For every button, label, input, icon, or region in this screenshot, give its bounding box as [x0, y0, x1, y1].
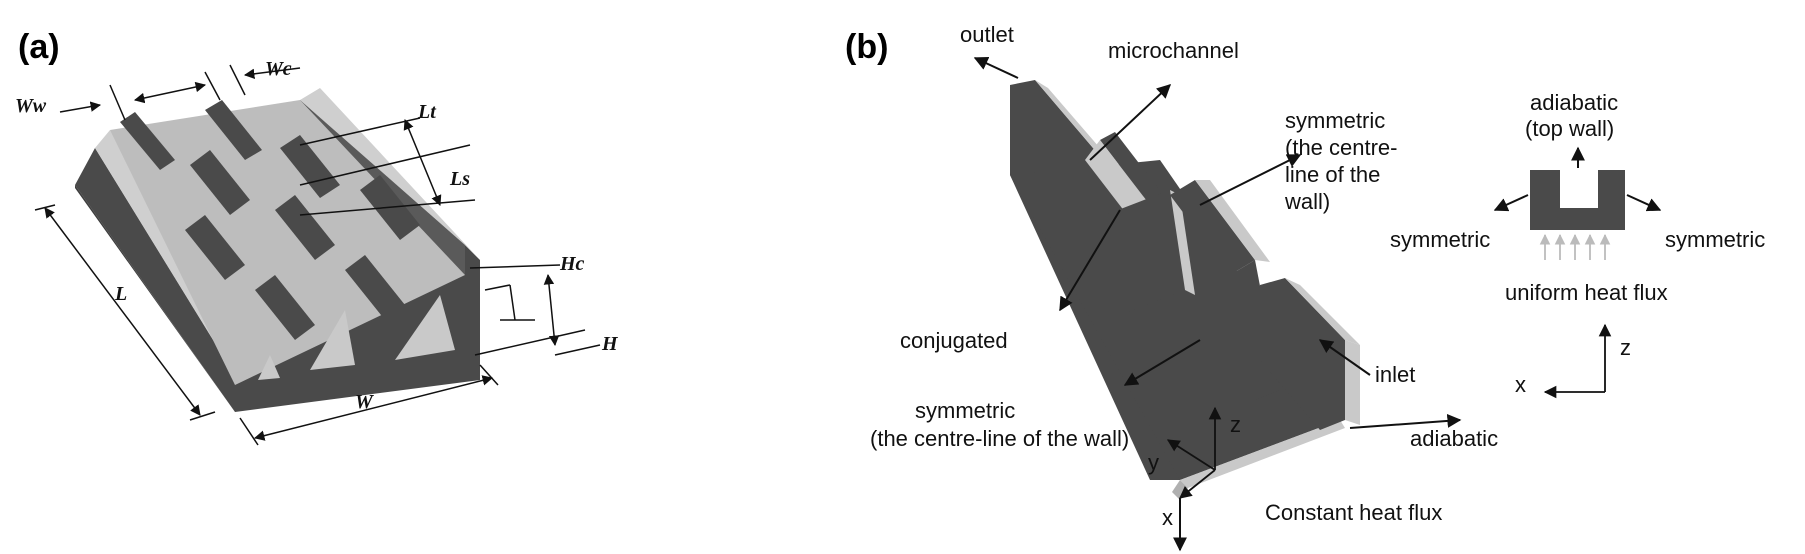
mid-fin-edge — [1170, 190, 1195, 295]
dim-w: W — [355, 391, 374, 413]
mid-fin-block — [1105, 190, 1185, 315]
fin-6 — [275, 195, 335, 260]
label-sym2-a: symmetric — [915, 398, 1015, 423]
heat-flux-arrows — [1539, 233, 1611, 260]
label-sym1-b: (the centre- — [1285, 135, 1398, 160]
label-constant-heat-flux: Constant heat flux — [1265, 500, 1442, 525]
dim-ls: Ls — [449, 168, 470, 190]
right-wall-top-face — [300, 88, 480, 260]
microchannel-arrow — [1089, 84, 1172, 161]
label-sym2-b: (the centre-line of the wall) — [870, 426, 1129, 451]
panel-b: (b) — [845, 22, 1765, 552]
rib-1-edge — [1195, 180, 1270, 262]
rib-1 — [1170, 180, 1255, 275]
cross-section-channel — [1560, 170, 1598, 208]
panel-b-label: (b) — [845, 28, 888, 66]
cross-section: adiabatic (top wall) symmetric symmetric… — [1390, 90, 1765, 305]
inlet-top-edge — [1285, 278, 1360, 345]
cs-label-top-b: (top wall) — [1525, 116, 1614, 141]
annotation-arrows — [973, 56, 1462, 552]
long-wall — [1010, 160, 1340, 480]
fin-8 — [255, 275, 315, 340]
cs-label-right: symmetric — [1665, 227, 1765, 252]
cs-label-left: symmetric — [1390, 227, 1490, 252]
fin-1 — [120, 112, 175, 170]
fin-2 — [205, 100, 262, 160]
dimension-lines — [34, 64, 601, 446]
label-conjugated: conjugated — [900, 328, 1008, 353]
cs-axis-z-label: z — [1620, 335, 1631, 360]
axis-z-label: z — [1230, 412, 1241, 437]
fin-9 — [345, 255, 405, 320]
label-inlet: inlet — [1375, 362, 1415, 387]
dim-l: L — [114, 283, 127, 305]
panel-a: (a) — [15, 28, 619, 446]
inlet-side-edge — [1345, 340, 1360, 425]
axis-triad-3d — [1166, 406, 1222, 499]
dim-wc: Wc — [265, 58, 292, 80]
axis-x-label: x — [1162, 505, 1173, 530]
inlet-block — [1260, 278, 1345, 430]
sym1-arrow — [1199, 154, 1302, 206]
cs-label-bottom: uniform heat flux — [1505, 280, 1668, 305]
label-microchannel: microchannel — [1108, 38, 1239, 63]
dim-ww: Ww — [15, 95, 47, 117]
adiabatic-arrow — [1349, 413, 1462, 429]
dim-lt: Lt — [417, 101, 437, 123]
conjugated-arrow — [1059, 209, 1121, 312]
label-adiabatic: adiabatic — [1410, 426, 1498, 451]
axis-2d — [1543, 323, 1612, 399]
cs-axis-x-label: x — [1515, 372, 1526, 397]
cs-label-top-a: adiabatic — [1530, 90, 1618, 115]
axis-y-label: y — [1148, 450, 1159, 475]
front-opening-1 — [258, 355, 280, 380]
label-sym1-a: symmetric — [1285, 108, 1385, 133]
front-opening-3 — [395, 295, 455, 360]
label-outlet: outlet — [960, 22, 1014, 47]
heat-sink-block — [75, 88, 480, 412]
cross-section-arrows — [1493, 146, 1662, 212]
dim-h: H — [601, 333, 619, 355]
outlet-arrow — [973, 56, 1019, 79]
dim-hc: Hc — [559, 253, 585, 275]
fin-4 — [280, 135, 340, 198]
fin-3 — [190, 150, 250, 215]
front-opening-2 — [310, 310, 355, 370]
label-sym1-d: wall) — [1284, 189, 1330, 214]
sym2-arrow — [1123, 339, 1201, 386]
long-wall-bottom-edge — [1180, 420, 1345, 488]
inlet-arrow — [1318, 339, 1371, 376]
label-sym1-c: line of the — [1285, 162, 1380, 187]
panel-a-label: (a) — [18, 28, 60, 66]
